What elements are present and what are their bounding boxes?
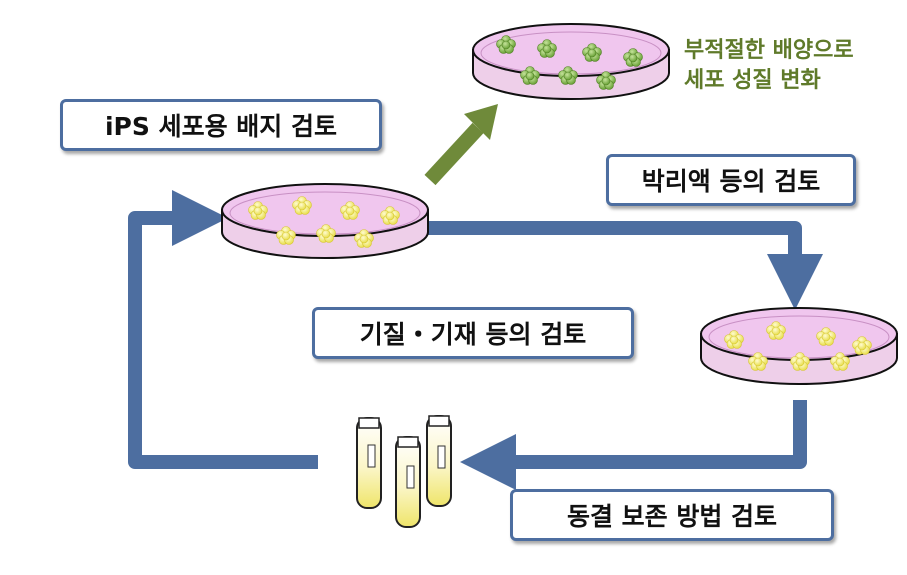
arrow-to-freezing <box>460 400 807 490</box>
freezing-label: 동결 보존 방법 검토 <box>510 489 834 541</box>
separation-text: 박리액 등의 검토 <box>641 167 821 196</box>
vial-left <box>356 417 382 509</box>
arrow-to-separation-dish <box>428 221 823 310</box>
substrate-label: 기질・기재 등의 검토 <box>312 307 634 359</box>
ips-medium-label: iPS 세포용 배지 검토 <box>60 99 382 151</box>
arrow-back-to-culture <box>128 190 318 469</box>
freezing-text: 동결 보존 방법 검토 <box>566 502 778 531</box>
cryo-vials <box>356 415 452 528</box>
vial-middle <box>395 436 421 528</box>
substrate-text: 기질・기재 등의 검토 <box>359 320 587 349</box>
petri-dish-separation <box>700 307 898 385</box>
petri-dish-changed <box>472 23 670 100</box>
separation-label: 박리액 등의 검토 <box>606 154 856 206</box>
vial-right <box>426 415 452 507</box>
ips-medium-text: iPS 세포용 배지 검토 <box>104 112 337 141</box>
improper-culture-note-line1: 부적절한 배양으로 <box>684 38 854 63</box>
petri-dish-culture <box>221 183 429 259</box>
improper-culture-note-line2: 세포 성질 변화 <box>684 68 821 93</box>
change-arrow <box>424 104 498 186</box>
